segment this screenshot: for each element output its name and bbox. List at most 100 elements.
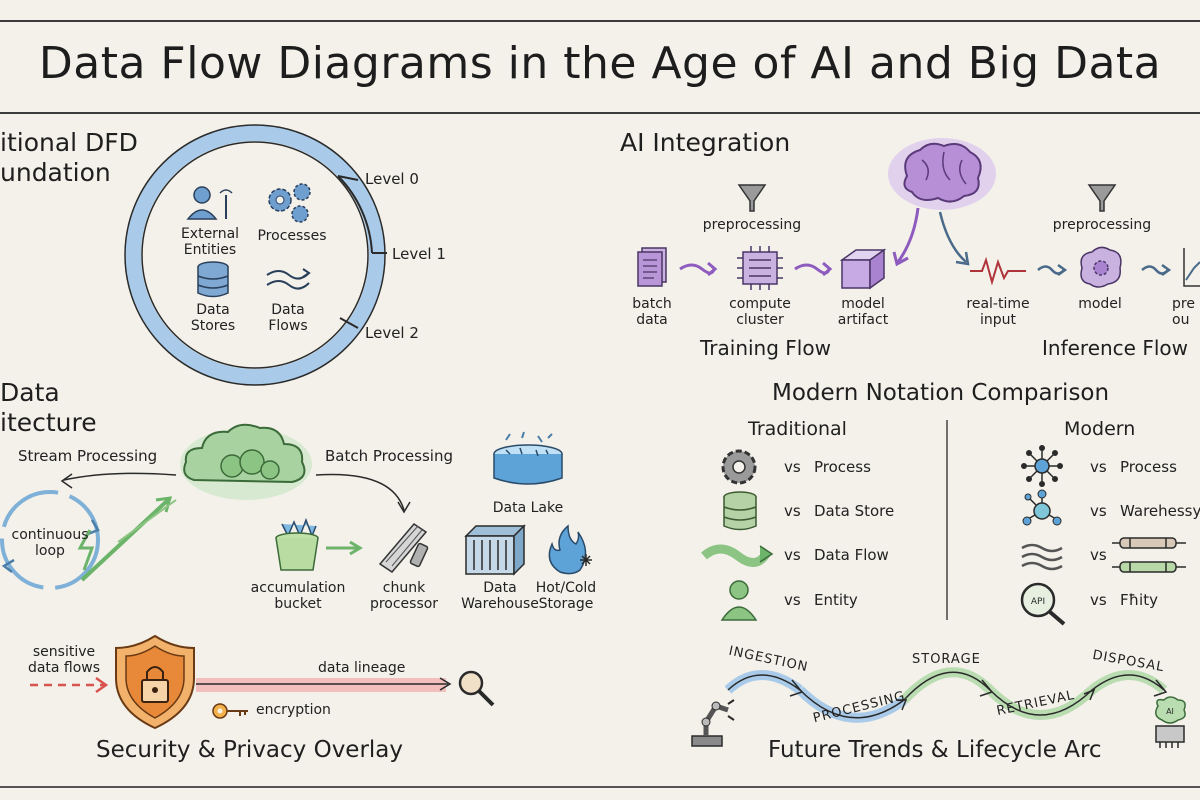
bottom-rule bbox=[0, 786, 1200, 788]
batch-data-label: batch data bbox=[632, 296, 672, 328]
continuous-loop-label: continuous loop bbox=[11, 527, 89, 559]
data-lake-icon bbox=[493, 431, 563, 485]
inference-model-icon bbox=[1080, 246, 1122, 288]
model-artifact-label: model artifact bbox=[837, 296, 889, 328]
processes-gear-icon bbox=[268, 183, 311, 223]
external-entities-label: External Entities bbox=[180, 226, 240, 258]
svg-text:API: API bbox=[1031, 597, 1045, 607]
modern-vs-2: vs bbox=[1090, 502, 1107, 520]
arrow-cluster-to-artifact bbox=[794, 261, 833, 277]
inference-flow-label: Inference Flow bbox=[1042, 336, 1188, 360]
encryption-key-icon bbox=[212, 703, 248, 719]
lifecycle-heading: Future Trends & Lifecycle Arc bbox=[768, 737, 1102, 763]
lifecycle-storage-label: STORAGE bbox=[912, 652, 981, 667]
security-shield-icon bbox=[115, 634, 195, 730]
bigdata-heading-line1: Data bbox=[0, 378, 60, 407]
trad-vs-4: vs bbox=[784, 591, 801, 609]
data-lake-label: Data Lake bbox=[492, 500, 564, 516]
trad-row-data-flow: Data Flow bbox=[814, 546, 889, 564]
model-artifact-icon bbox=[839, 248, 887, 290]
title-top-rule bbox=[0, 20, 1200, 22]
modern-row-warehouse: Warehessy bbox=[1120, 502, 1200, 520]
stream-processing-label: Stream Processing bbox=[18, 447, 158, 465]
modern-process-network-icon bbox=[1021, 445, 1063, 487]
trad-row-process: Process bbox=[814, 458, 871, 476]
data-stores-label: Data Stores bbox=[190, 302, 236, 334]
hot-cold-storage-icon bbox=[548, 524, 592, 575]
traditional-column-heading: Traditional bbox=[748, 418, 847, 440]
arrow-batch-to-cluster bbox=[679, 261, 718, 277]
trad-process-gear-icon bbox=[721, 449, 757, 485]
modern-entity-api-icon: API bbox=[1020, 582, 1066, 626]
modern-warehouse-network-icon bbox=[1022, 489, 1062, 526]
modern-vs-1: vs bbox=[1090, 458, 1107, 476]
training-preprocessing-label: preprocessing bbox=[702, 217, 802, 233]
modern-row-process: Process bbox=[1120, 458, 1177, 476]
modern-data-flow-icon bbox=[1021, 543, 1063, 571]
notation-heading: Modern Notation Comparison bbox=[772, 380, 1110, 406]
svg-text:AI: AI bbox=[1166, 707, 1174, 716]
accumulation-bucket-icon bbox=[275, 517, 319, 571]
batch-data-icon bbox=[637, 247, 667, 287]
trad-entity-icon bbox=[720, 580, 758, 621]
prediction-output-label: pre ou bbox=[1172, 296, 1195, 328]
data-flows-label: Data Flows bbox=[268, 302, 308, 334]
chunk-processor-icon bbox=[378, 523, 429, 573]
compute-cluster-label: compute cluster bbox=[729, 296, 791, 328]
preprocessing-funnel-icon bbox=[737, 184, 767, 212]
trad-vs-2: vs bbox=[784, 502, 801, 520]
arrow-input-to-model bbox=[1037, 263, 1068, 277]
traditional-heading-line1: itional DFD bbox=[0, 128, 138, 157]
brain-icon bbox=[888, 138, 996, 210]
hot-cold-storage-label: Hot/Cold Storage bbox=[535, 580, 597, 612]
inference-preprocessing-label: preprocessing bbox=[1052, 217, 1152, 233]
security-heading: Security & Privacy Overlay bbox=[96, 737, 404, 763]
level-0-label: Level 0 bbox=[365, 170, 419, 188]
page-title: Data Flow Diagrams in the Age of AI and … bbox=[38, 38, 1162, 89]
trad-row-entity: Entity bbox=[814, 591, 858, 609]
level-2-label: Level 2 bbox=[365, 324, 419, 342]
batch-processing-label: Batch Processing bbox=[325, 447, 453, 465]
notation-divider bbox=[946, 420, 948, 620]
data-lineage-label: data lineage bbox=[318, 660, 406, 676]
chunk-processor-label: chunk processor bbox=[369, 580, 439, 612]
ai-integration-heading: AI Integration bbox=[620, 128, 791, 157]
modern-row-entity: Fħity bbox=[1120, 591, 1158, 609]
data-flows-icon bbox=[266, 268, 311, 290]
level-1-label: Level 1 bbox=[392, 245, 446, 263]
inference-funnel-icon bbox=[1087, 184, 1117, 212]
inference-model-label: model bbox=[1078, 296, 1122, 312]
trad-vs-1: vs bbox=[784, 458, 801, 476]
traditional-heading-line2: undation bbox=[0, 158, 111, 187]
data-warehouse-icon bbox=[464, 524, 526, 576]
cloud-icon bbox=[180, 423, 312, 500]
training-flow-label: Training Flow bbox=[700, 336, 831, 360]
trad-row-data-store: Data Store bbox=[814, 502, 895, 520]
accumulation-bucket-label: accumulation bucket bbox=[250, 580, 346, 612]
modern-vs-4: vs bbox=[1090, 591, 1107, 609]
ai-chip-icon: AI bbox=[1155, 696, 1186, 748]
magnifier-icon bbox=[458, 670, 495, 707]
data-stores-icon bbox=[197, 261, 229, 298]
bigdata-heading-line2: itecture bbox=[0, 408, 97, 437]
modern-pipe-icons bbox=[1112, 537, 1186, 573]
trad-vs-3: vs bbox=[784, 546, 801, 564]
trad-data-store-icon bbox=[723, 491, 757, 531]
modern-column-heading: Modern bbox=[1064, 418, 1136, 440]
realtime-input-icon bbox=[970, 256, 1026, 286]
data-warehouse-label: Data Warehouse bbox=[461, 580, 539, 612]
encryption-label: encryption bbox=[256, 702, 331, 718]
processes-label: Processes bbox=[257, 228, 327, 244]
compute-cluster-icon bbox=[737, 246, 783, 290]
external-entities-icon bbox=[186, 186, 233, 220]
title-bottom-rule bbox=[0, 112, 1200, 114]
trad-data-flow-icon bbox=[701, 544, 774, 567]
prediction-chart-icon bbox=[1183, 248, 1200, 287]
arrow-model-to-prediction bbox=[1141, 263, 1172, 277]
robot-arm-icon bbox=[691, 699, 735, 747]
